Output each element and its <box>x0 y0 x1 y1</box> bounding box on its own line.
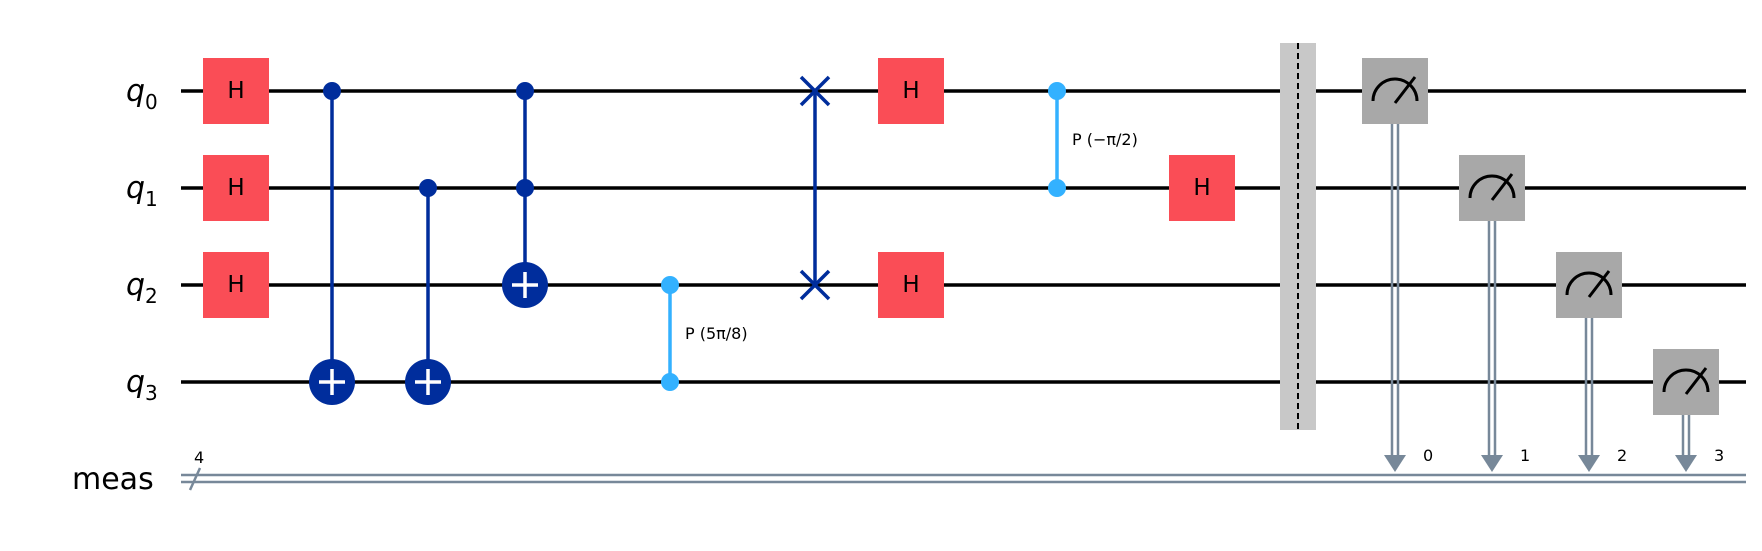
cp-dot-q3-c4 <box>661 373 679 391</box>
measure-gate-q1 <box>1459 155 1525 221</box>
meter-needle-icon-q2 <box>1587 270 1611 298</box>
h-gate-label-q2-c6: H <box>902 272 919 298</box>
ccx-target-q2-c3 <box>502 262 548 308</box>
meter-needle-icon-q1 <box>1490 173 1514 201</box>
measure-gate-q2 <box>1556 252 1622 318</box>
h-gate-label-q1-c0: H <box>227 175 244 201</box>
swap-cross-q2 <box>799 269 831 301</box>
h-gate-q1-c0 <box>203 155 269 221</box>
h-gate-label-q0-c0: H <box>227 78 244 104</box>
cp-dot-q2-c4 <box>661 276 679 294</box>
classical-bit-label-2: 2 <box>1617 446 1627 465</box>
cx-target-q3-c1 <box>309 359 355 405</box>
cx-target-q3-c2 <box>405 359 451 405</box>
meter-arc-icon-q1 <box>1468 174 1516 199</box>
swap-cross-q0-b <box>799 75 831 107</box>
quantum-wires <box>181 89 1746 384</box>
swap-cross-q2-b <box>799 269 831 301</box>
qubit-label-3-sub: 3 <box>145 381 158 405</box>
register-width-label: 4 <box>194 448 204 467</box>
h-gate-q2-c0 <box>203 252 269 318</box>
ccx-control-dot-q0-c3 <box>516 82 534 100</box>
measure-arrow-q2 <box>1578 455 1600 472</box>
measure-arrow-q0 <box>1384 455 1406 472</box>
classical-wire: 4 <box>181 448 1746 491</box>
meter-arc-icon-q0 <box>1371 77 1419 102</box>
meter-needle-icon-q3 <box>1684 367 1708 395</box>
qubit-label-2-base: q <box>126 268 145 303</box>
qubit-label-0: q0 <box>126 74 158 114</box>
cx-control-dot-q1-c2 <box>419 179 437 197</box>
measure-arrow-q1 <box>1481 455 1503 472</box>
h-gate-q0-c0 <box>203 58 269 124</box>
qubit-label-1-sub: 1 <box>145 187 158 211</box>
qubit-label-1-base: q <box>126 171 145 206</box>
h-gate-label-q1-c8: H <box>1193 175 1210 201</box>
qubit-label-0-sub: 0 <box>145 90 158 114</box>
ccx-control-dot-q1-c3 <box>516 179 534 197</box>
qubit-label-2-sub: 2 <box>145 284 158 308</box>
h-gate-label-q2-c0: H <box>227 272 244 298</box>
classical-register-label: meas <box>72 462 154 497</box>
qubit-label-0-base: q <box>126 74 145 109</box>
meter-needle-icon-q0 <box>1393 76 1417 104</box>
qubit-label-2: q2 <box>126 268 158 308</box>
measure-gate-q0 <box>1362 58 1428 124</box>
h-gate-q0-c6 <box>878 58 944 124</box>
h-gate-q2-c6 <box>878 252 944 318</box>
qubit-label-3-base: q <box>126 365 145 400</box>
qubit-label-3: q3 <box>126 365 158 405</box>
swap-cross-q0 <box>799 75 831 107</box>
classical-bit-label-3: 3 <box>1714 446 1724 465</box>
measure-arrow-q3 <box>1675 455 1697 472</box>
classical-bit-label-0: 0 <box>1423 446 1433 465</box>
cp-dot-q1-c7 <box>1048 179 1066 197</box>
cp-dot-q0-c7 <box>1048 82 1066 100</box>
cx-control-dot-q0-c1 <box>323 82 341 100</box>
meter-arc-icon-q3 <box>1662 368 1710 393</box>
h-gate-label-q0-c6: H <box>902 78 919 104</box>
cp-label-c7: P (−π/2) <box>1072 130 1138 149</box>
register-width-slash <box>188 467 202 491</box>
wire-labels: q0 q1 q2 q3 meas <box>72 74 158 497</box>
h-gate-q1-c8 <box>1169 155 1235 221</box>
qubit-label-1: q1 <box>126 171 158 211</box>
meter-arc-icon-q2 <box>1565 271 1613 296</box>
gates-layer: H H H P (5π/8) H H P (−π/2) H 0 1 2 3 <box>203 43 1724 472</box>
classical-bit-label-1: 1 <box>1520 446 1530 465</box>
cp-label-c4: P (5π/8) <box>685 324 748 343</box>
measure-gate-q3 <box>1653 349 1719 415</box>
